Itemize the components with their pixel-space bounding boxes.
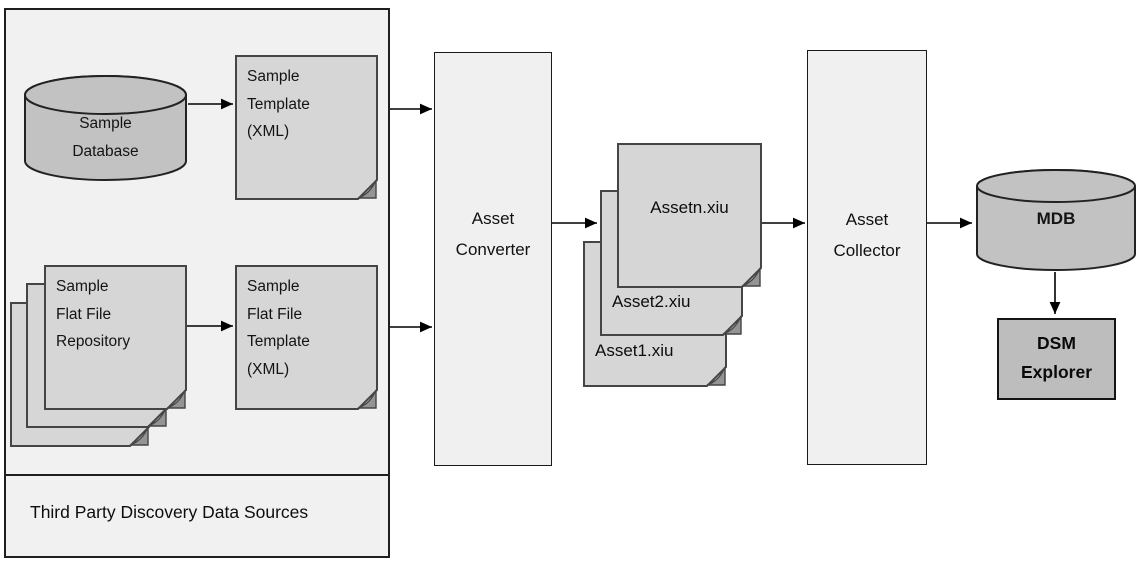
document-shape [235, 55, 378, 200]
flat-file-template-document: Sample Flat File Template (XML) [235, 265, 378, 410]
sample-database-label: Sample Database [72, 115, 139, 160]
asset1-label: Asset1.xiu [595, 341, 674, 360]
document-shape [617, 143, 762, 288]
dsm-explorer-label: DSM Explorer [1021, 333, 1092, 382]
cylinder-shape [24, 75, 187, 181]
flat-file-template-label: Sample Flat File Template (XML) [247, 278, 310, 378]
container-label: Third Party Discovery Data Sources [30, 502, 309, 522]
dsm-explorer-box: DSM Explorer [997, 318, 1116, 400]
sample-template-document: Sample Template (XML) [235, 55, 378, 200]
sample-template-label: Sample Template (XML) [247, 68, 310, 140]
flat-file-repository-label: Sample Flat File Repository [56, 278, 131, 350]
mdb-label: MDB [1036, 209, 1076, 228]
asset-converter-box: Asset Converter [434, 52, 552, 466]
asset2-label: Asset2.xiu [612, 292, 691, 311]
assetn-document: Assetn.xiu [617, 143, 762, 288]
asset-converter-label: Asset Converter [455, 209, 531, 259]
document-shape [235, 265, 378, 410]
cylinder-shape [976, 169, 1136, 271]
asset-collector-label: Asset Collector [833, 210, 901, 260]
sample-database-cylinder: Sample Database [23, 74, 188, 182]
assetn-label: Assetn.xiu [650, 198, 729, 217]
container-footer-divider [4, 474, 390, 476]
asset-collector-box: Asset Collector [807, 50, 927, 465]
mdb-cylinder: MDB [975, 168, 1137, 273]
document-shape [44, 265, 187, 410]
flat-file-repository-document: Sample Flat File Repository [44, 265, 187, 410]
